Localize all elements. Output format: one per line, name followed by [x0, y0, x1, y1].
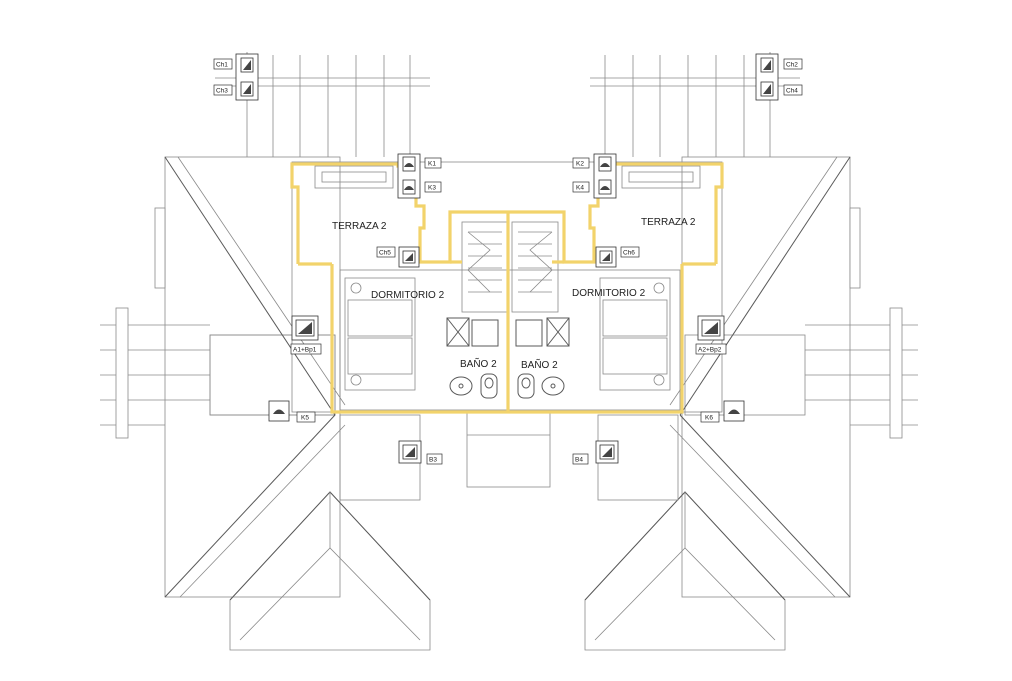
tag-ch3: Ch3: [216, 88, 228, 95]
stairs-left: [461, 221, 509, 313]
sensor-a2bp2: [697, 315, 725, 341]
tag-b4: B4: [575, 457, 583, 464]
room-label-bano-right: BAÑO 2: [521, 358, 558, 371]
roof-right: [584, 52, 918, 651]
sensor-ch5: [398, 246, 420, 268]
toilet-right: [517, 373, 535, 399]
tag-a2bp2: A2+Bp2: [698, 347, 722, 354]
sink-left: [449, 376, 473, 396]
room-label-bano-left: BAÑO 2: [460, 357, 497, 370]
bed-right: [599, 277, 671, 391]
tag-ch6: Ch6: [623, 250, 635, 257]
sensor-k2: [593, 153, 617, 199]
sensor-ch1: [235, 53, 259, 101]
sensor-a1bp1: [291, 315, 319, 341]
sensor-b4: [595, 440, 619, 464]
roof-left: [100, 52, 431, 651]
sensor-b3: [398, 440, 422, 464]
tag-ch1: Ch1: [216, 62, 228, 69]
tag-ch2: Ch2: [786, 62, 798, 69]
sensor-k6: [723, 400, 745, 422]
room-label-terraza-right: TERRAZA 2: [641, 217, 696, 228]
toilet-left: [480, 373, 498, 399]
highlight-outline: [290, 162, 724, 414]
tag-k1: K1: [428, 161, 436, 168]
planter-left: [314, 165, 394, 189]
planter-right: [621, 165, 701, 189]
room-label-dormitorio-left: DORMITORIO 2: [371, 290, 445, 301]
tag-ch5: Ch5: [379, 250, 391, 257]
bed-left: [344, 277, 416, 391]
sensor-k1: [397, 153, 421, 199]
tag-k6: K6: [705, 415, 713, 422]
wardrobe-left: [446, 317, 499, 347]
tag-a1bp1: A1+Bp1: [293, 347, 317, 354]
tag-ch4: Ch4: [786, 88, 798, 95]
stairs-right: [511, 221, 559, 313]
tag-k5: K5: [301, 415, 309, 422]
tag-b3: B3: [429, 457, 437, 464]
tag-k3: K3: [428, 185, 436, 192]
wardrobe-right: [515, 317, 570, 347]
sensor-ch6: [595, 246, 617, 268]
room-label-dormitorio-right: DORMITORIO 2: [572, 288, 646, 299]
tag-k4: K4: [576, 185, 584, 192]
sink-right: [541, 376, 565, 396]
room-label-terraza-left: TERRAZA 2: [332, 221, 387, 232]
sensor-k5: [268, 400, 290, 422]
sensor-ch2: [755, 53, 779, 101]
central-walkway: [466, 411, 551, 488]
tag-k2: K2: [576, 161, 584, 168]
